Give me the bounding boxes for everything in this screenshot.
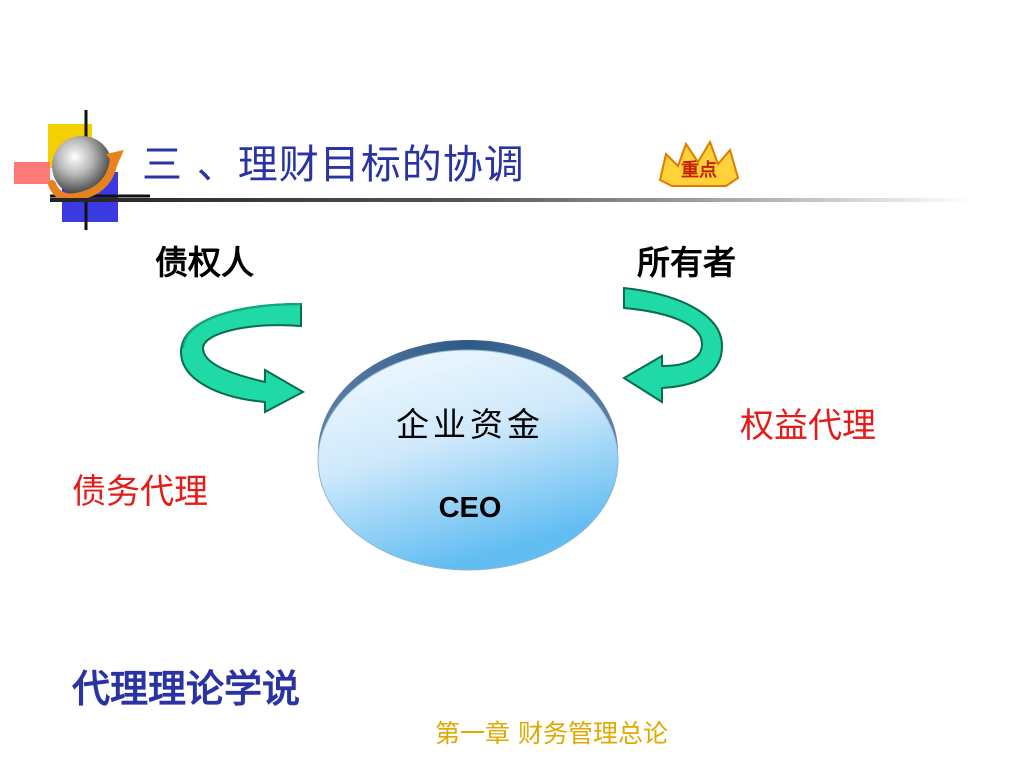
badge-label: 重点 (681, 159, 717, 181)
enterprise-funds-ellipse (317, 340, 619, 571)
owner-label: 所有者 (637, 243, 736, 282)
left-curved-arrow-icon (179, 302, 306, 414)
chapter-footer: 第一章 财务管理总论 (435, 719, 668, 748)
enterprise-funds-label: 企业资金 (396, 405, 544, 444)
agency-theory-heading: 代理理论学说 (72, 667, 301, 711)
right-curved-arrow-icon (622, 286, 724, 404)
title-divider (50, 198, 970, 202)
globe-arrow-icon (14, 110, 150, 230)
key-point-badge-icon: 重点 (658, 140, 740, 187)
page-title: 三 、理财目标的协调 (142, 142, 525, 188)
ceo-label: CEO (438, 492, 502, 524)
equity-agency-label: 权益代理 (740, 406, 876, 446)
creditor-label: 债权人 (155, 243, 254, 282)
debt-agency-label: 债务代理 (72, 472, 208, 512)
